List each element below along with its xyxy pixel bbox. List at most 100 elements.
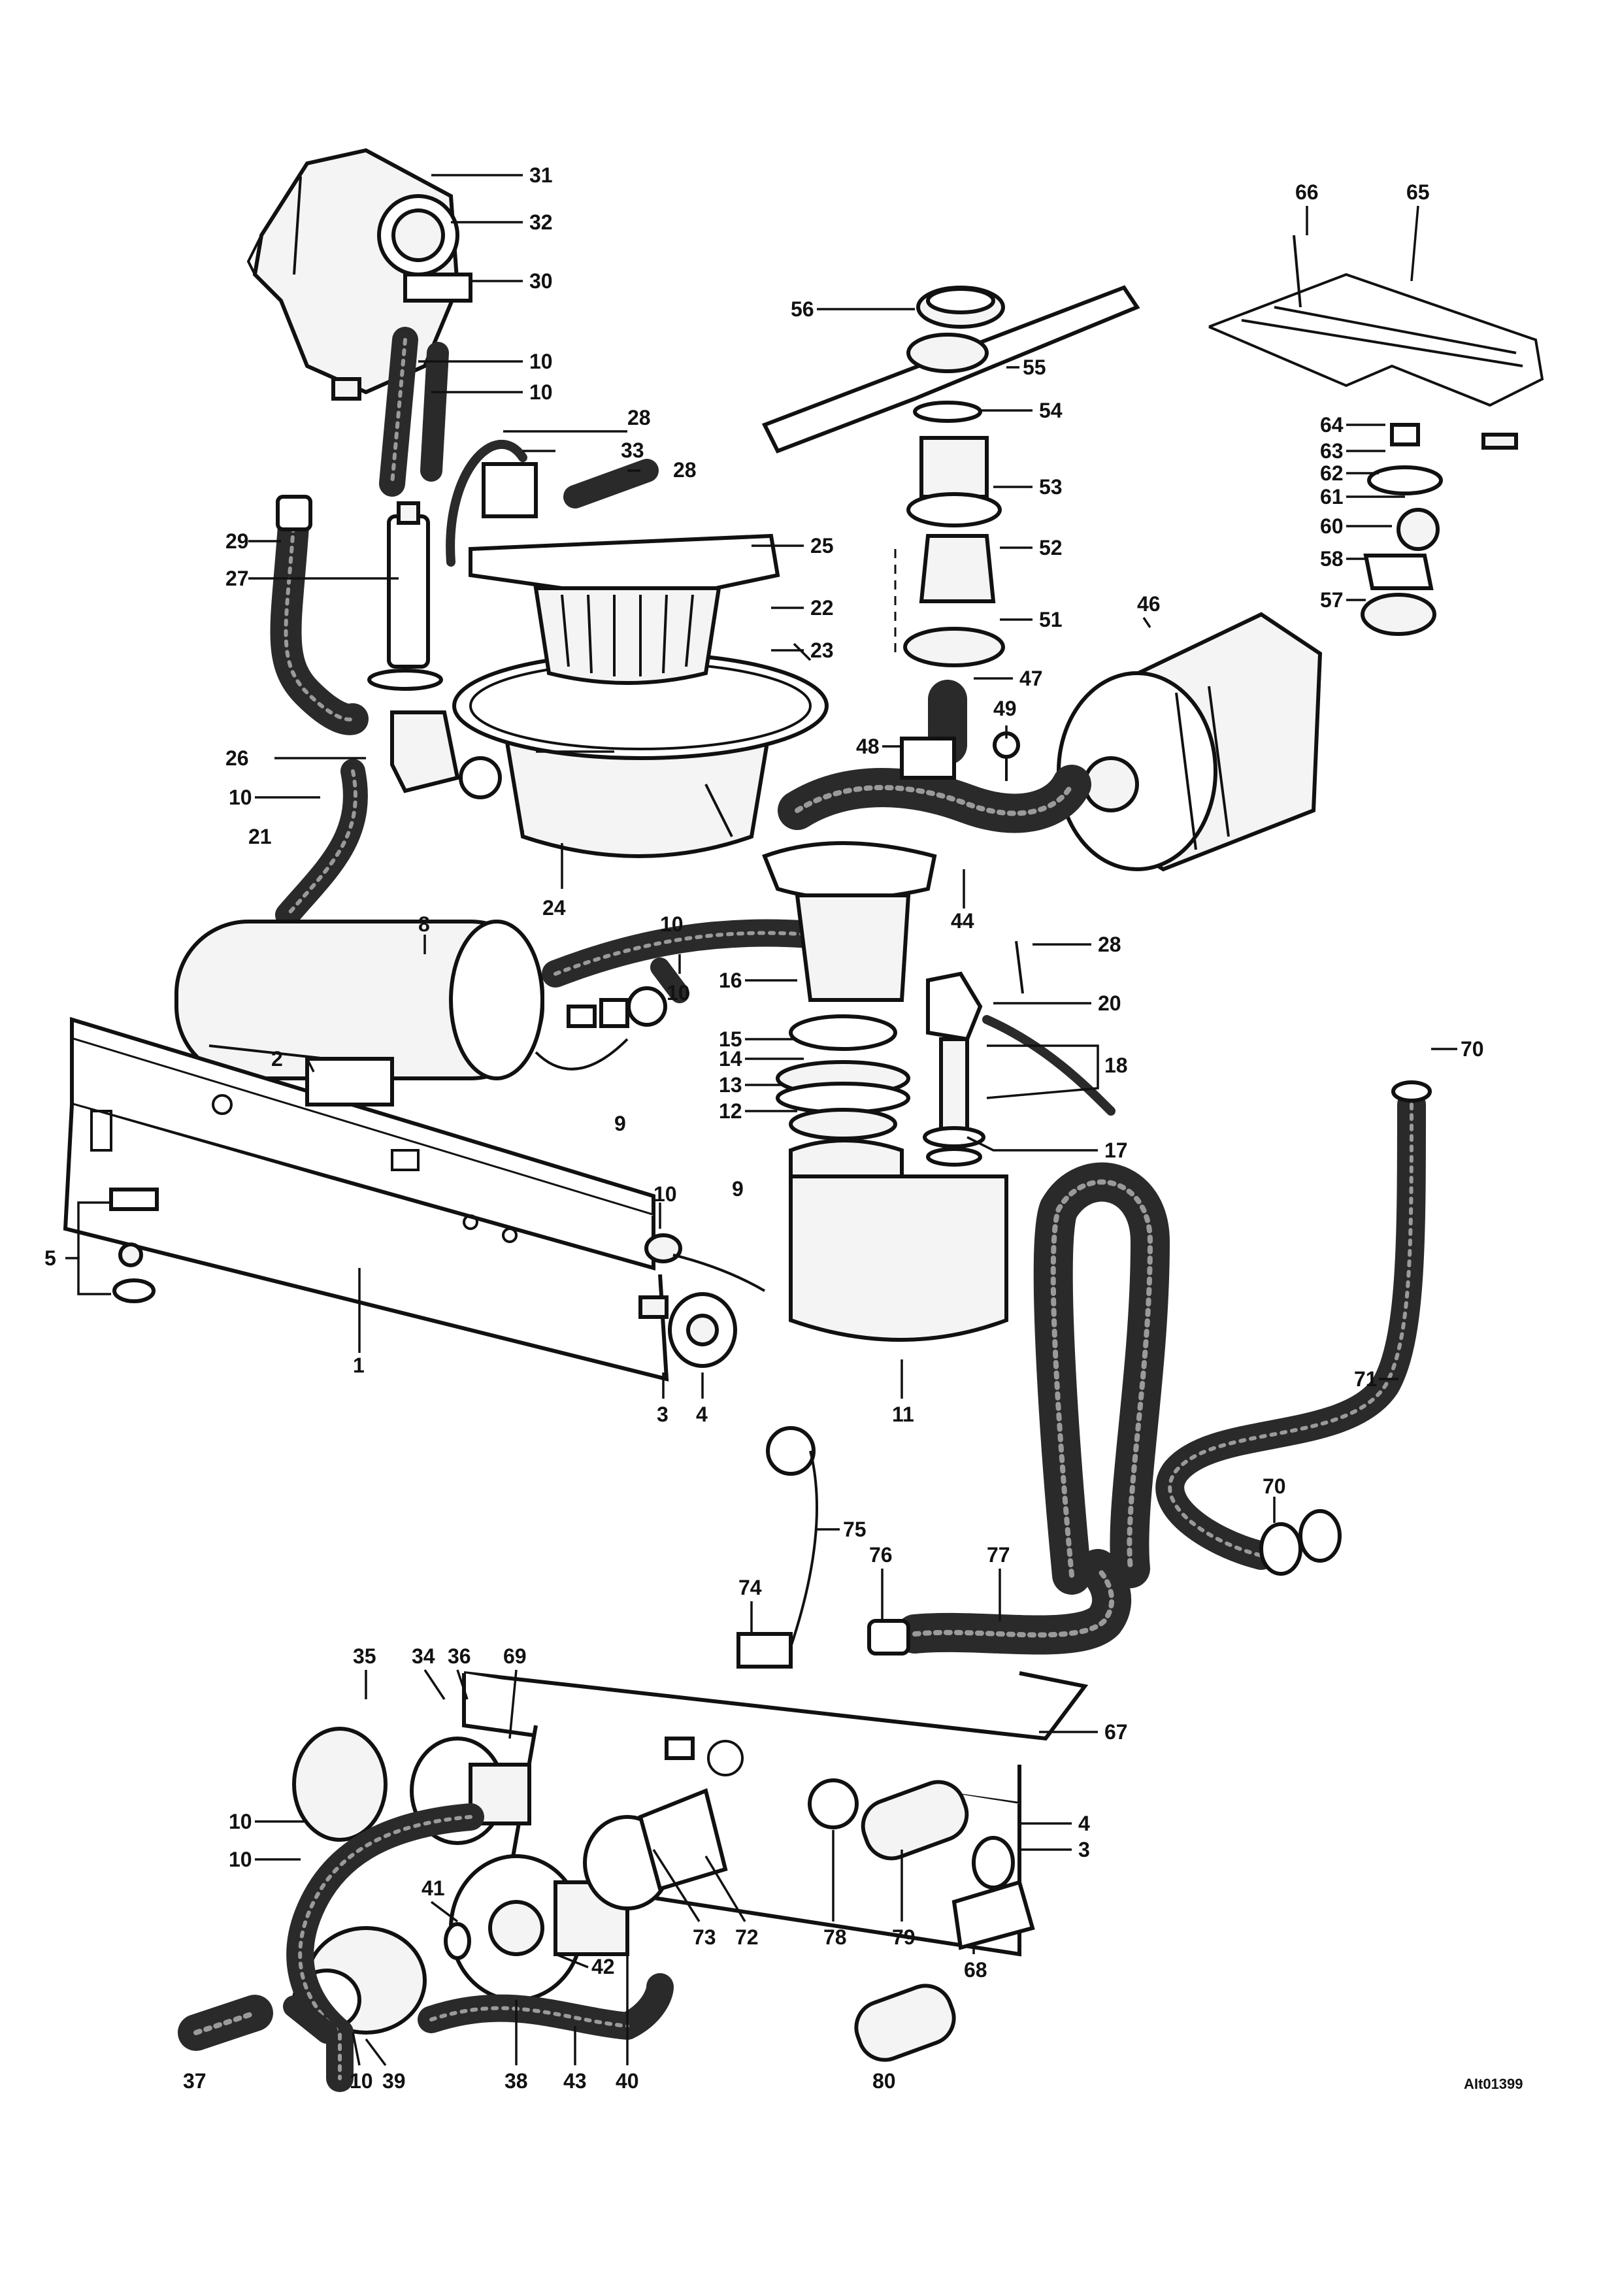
callout-38: 38 (504, 2069, 528, 2093)
callout-61: 61 (1320, 485, 1344, 508)
callout-22: 22 (810, 596, 834, 620)
panel-67 (462, 1671, 1089, 1957)
callout-31: 31 (529, 163, 553, 187)
callout-36: 36 (448, 1644, 471, 1668)
callout-40: 40 (616, 2069, 639, 2093)
vertical-hose-left (379, 327, 449, 497)
callout-76: 76 (869, 1543, 893, 1567)
callout-28: 28 (673, 458, 697, 482)
valve-9-lower (644, 1233, 766, 1292)
callout-65: 65 (1406, 180, 1430, 204)
knob-4-and-3 (638, 1292, 737, 1368)
inlet-hose-71 (1155, 1080, 1432, 1576)
pump-assembly-bottom (292, 1727, 728, 2035)
callout-1: 1 (353, 1354, 365, 1377)
callout-54: 54 (1039, 399, 1063, 422)
callout-43: 43 (563, 2069, 587, 2093)
seal-ring-22 (452, 642, 829, 760)
callout-28: 28 (627, 406, 651, 429)
callout-27: 27 (225, 567, 249, 590)
callout-15: 15 (719, 1027, 742, 1051)
callout-71: 71 (1354, 1367, 1378, 1391)
callout-74: 74 (738, 1576, 762, 1599)
level-switch-27 (367, 501, 443, 691)
seals-15-12 (776, 1014, 910, 1140)
callout-10: 10 (350, 2069, 373, 2093)
callout-10: 10 (660, 912, 684, 936)
callout-64: 64 (1320, 413, 1344, 437)
callout-33: 33 (621, 439, 644, 462)
callout-10: 10 (667, 981, 690, 1005)
leader-lines (65, 174, 1457, 2067)
callout-11: 11 (892, 1403, 914, 1426)
callout-26: 26 (225, 746, 249, 770)
callout-10: 10 (229, 786, 252, 809)
screw-clip-5 (109, 1188, 159, 1303)
callout-10: 10 (529, 380, 553, 404)
callout-21: 21 (248, 825, 272, 848)
callout-13: 13 (719, 1073, 742, 1097)
callout-2: 2 (271, 1047, 283, 1071)
callout-25: 25 (810, 534, 834, 557)
callout-24: 24 (542, 896, 566, 920)
callout-73: 73 (693, 1925, 716, 1949)
callout-28: 28 (1098, 933, 1121, 956)
callout-23: 23 (810, 639, 834, 662)
callout-46: 46 (1137, 592, 1161, 616)
pressure-hose-28 (446, 439, 659, 567)
callout-56: 56 (791, 297, 814, 321)
callout-4: 4 (696, 1403, 708, 1426)
callout-42: 42 (591, 1955, 615, 1978)
callout-57: 57 (1320, 588, 1344, 612)
fittings-9 (535, 986, 667, 1071)
callout-3: 3 (657, 1403, 669, 1426)
callout-10: 10 (653, 1182, 677, 1206)
callout-47: 47 (1019, 667, 1043, 690)
callout-70: 70 (1461, 1037, 1484, 1061)
water-softener-8 (174, 920, 544, 1080)
filter-25 (469, 533, 780, 685)
column-54-51 (894, 401, 1005, 667)
hose-10-softener (542, 919, 824, 1003)
callout-17: 17 (1104, 1139, 1128, 1162)
callout-68: 68 (964, 1958, 987, 1982)
heater-parts-57-64 (1361, 423, 1518, 636)
callout-77: 77 (987, 1543, 1010, 1567)
base-frame-1 (63, 1016, 669, 1382)
callout-29: 29 (225, 529, 249, 553)
callout-8: 8 (418, 912, 430, 936)
hose-44 (778, 765, 1091, 833)
callout-12: 12 (719, 1099, 742, 1123)
motor-46 (1057, 612, 1323, 872)
callout-55: 55 (1023, 356, 1046, 379)
callout-80: 80 (872, 2069, 896, 2093)
callout-18: 18 (1104, 1054, 1128, 1077)
nut-56 (916, 286, 1005, 329)
callout-70: 70 (1263, 1474, 1286, 1498)
callout-35: 35 (353, 1644, 376, 1668)
callout-51: 51 (1039, 608, 1063, 631)
callout-39: 39 (382, 2069, 406, 2093)
callout-41: 41 (422, 1876, 445, 1900)
air-break-housing (246, 148, 472, 401)
callout-30: 30 (529, 269, 553, 293)
callout-10: 10 (229, 1848, 252, 1871)
callout-34: 34 (412, 1644, 435, 1668)
drain-hose-77 (867, 1549, 1132, 1655)
callout-60: 60 (1320, 514, 1344, 538)
callout-69: 69 (503, 1644, 527, 1668)
callout-9: 9 (732, 1177, 744, 1201)
heater-tank-11 (789, 1139, 1008, 1342)
thermostat-20-18-17 (923, 971, 1116, 1167)
drawing-code: AIt01399 (1464, 2076, 1523, 2092)
callout-78: 78 (823, 1925, 847, 1949)
callout-72: 72 (735, 1925, 759, 1949)
wire-75-74 (736, 1426, 818, 1669)
callout-labels: 31 32 30 10 10 28 33 28 29 27 25 22 23 2… (44, 163, 1484, 2093)
callout-10: 10 (529, 350, 553, 373)
drain-hose-loop (1033, 1162, 1170, 1595)
spray-arm-55 (761, 285, 1140, 454)
callout-37: 37 (183, 2069, 207, 2093)
callout-32: 32 (529, 210, 553, 234)
callout-3: 3 (1078, 1838, 1090, 1861)
